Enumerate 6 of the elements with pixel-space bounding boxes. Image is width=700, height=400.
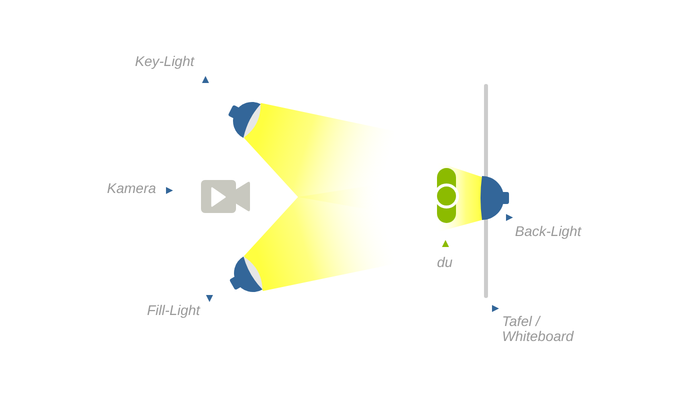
part-label: Key-Light <box>135 54 194 69</box>
part-label: Tafel / Whiteboard <box>502 314 575 344</box>
part-label: du <box>437 255 453 270</box>
part-label: Back-Light <box>515 224 582 239</box>
part-label: Fill-Light <box>147 303 200 318</box>
part-label: Kamera <box>107 181 156 196</box>
